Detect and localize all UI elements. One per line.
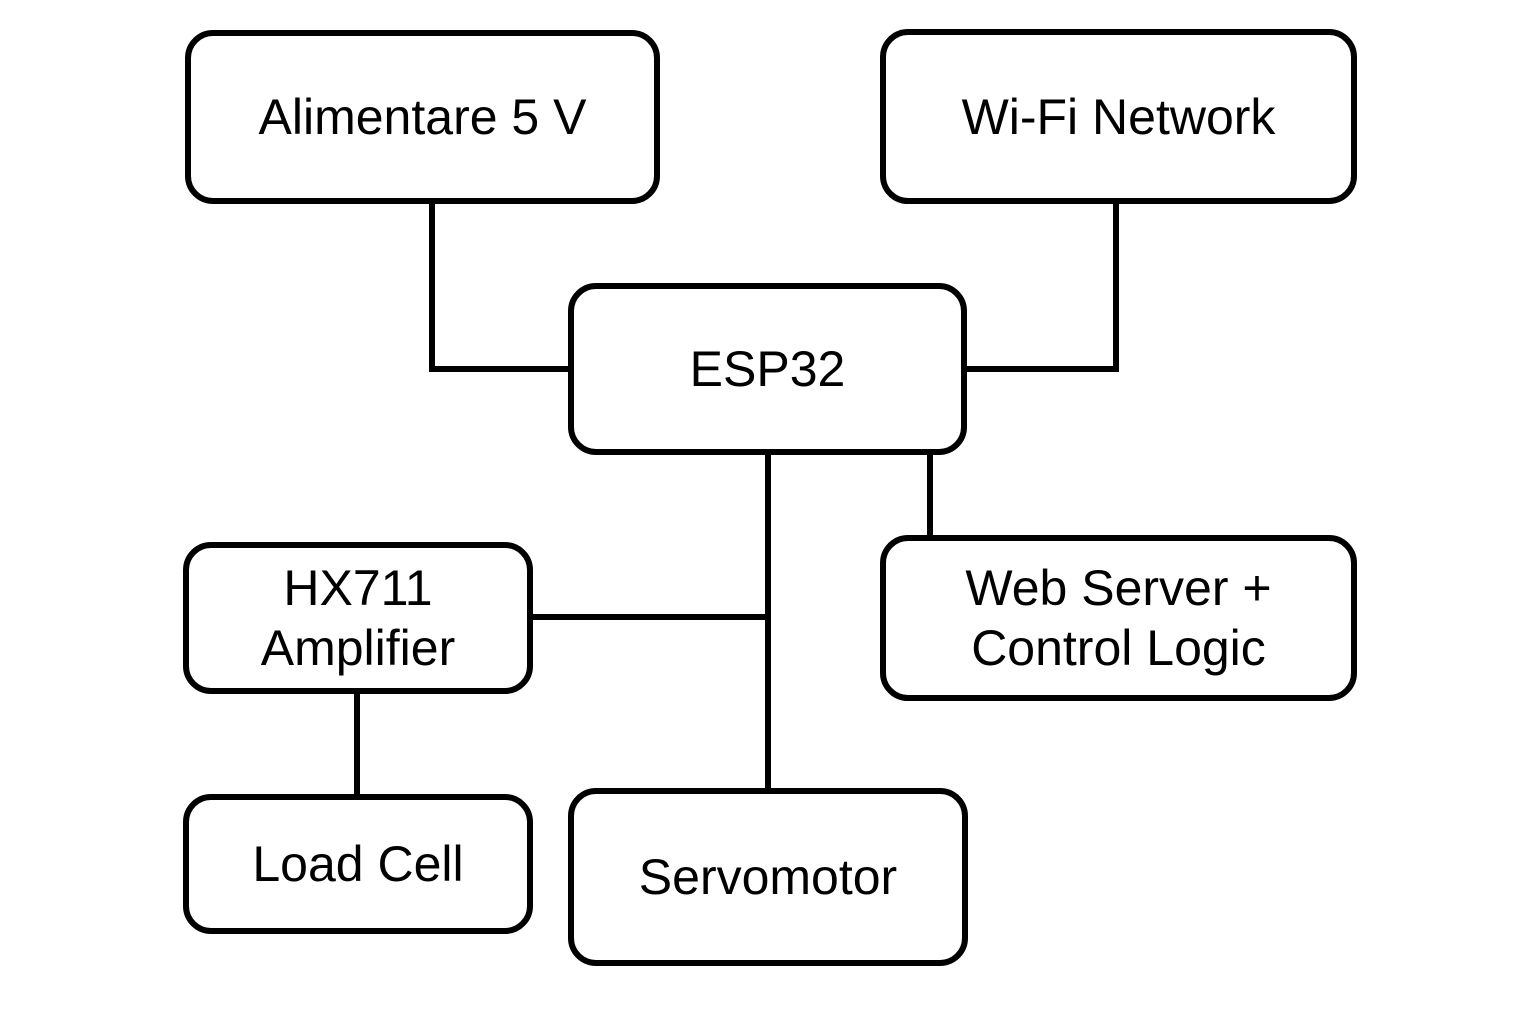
node-label: Web Server + <box>965 560 1272 616</box>
node-label: HX711 <box>283 560 433 616</box>
edge-hx711-loadcell <box>354 690 360 798</box>
node-label: Control Logic <box>971 620 1266 676</box>
node-servomotor: Servomotor <box>568 788 968 966</box>
node-label: ESP32 <box>689 341 846 397</box>
edge-alimentare-esp32-horizontal <box>429 366 572 372</box>
node-esp32: ESP32 <box>568 283 967 455</box>
edge-hx711-esp32-trunk <box>529 614 771 620</box>
node-wifi-network: Wi-Fi Network <box>880 29 1357 204</box>
edge-esp32-webserver <box>927 452 933 539</box>
edge-wifi-esp32-horizontal <box>963 366 1119 372</box>
edge-alimentare-esp32-vertical <box>429 200 435 372</box>
node-web-server-control-logic: Web Server + Control Logic <box>880 535 1357 701</box>
node-alimentare-5v: Alimentare 5 V <box>185 30 660 204</box>
node-label: Load Cell <box>252 836 464 892</box>
edge-esp32-servomotor <box>765 452 771 792</box>
node-label: Servomotor <box>638 849 898 905</box>
node-label: Alimentare 5 V <box>258 89 587 145</box>
edge-wifi-esp32-vertical <box>1113 200 1119 372</box>
node-hx711-amplifier: HX711 Amplifier <box>183 542 533 694</box>
node-load-cell: Load Cell <box>183 794 533 934</box>
node-label: Wi-Fi Network <box>961 88 1276 145</box>
node-label: Amplifier <box>260 620 456 676</box>
